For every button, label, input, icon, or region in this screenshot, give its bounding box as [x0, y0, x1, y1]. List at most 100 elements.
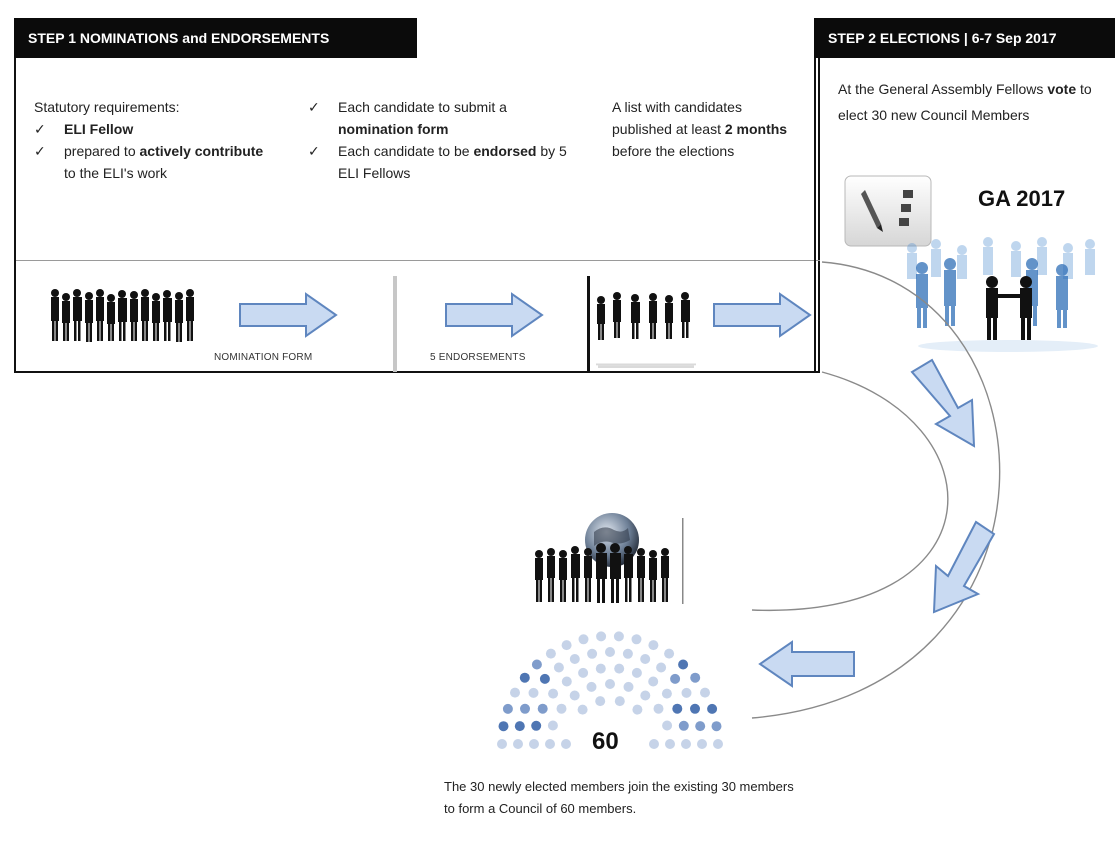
right-arrow-icon — [239, 292, 338, 338]
seat-dot — [640, 654, 651, 664]
crowd-silhouette-icon — [51, 289, 194, 342]
seat-dot — [548, 688, 559, 699]
seat-dot — [595, 663, 606, 674]
seat-dot — [622, 648, 633, 659]
council-result-text: The 30 newly elected members join the ex… — [444, 779, 794, 816]
seat-dot — [520, 703, 530, 714]
seat-dot — [614, 663, 625, 674]
seat-dot — [502, 703, 513, 714]
step2-panel — [814, 18, 1115, 373]
council-seats-diagram — [497, 631, 723, 749]
seat-dot — [547, 720, 558, 731]
seat-dot — [614, 696, 625, 707]
requirement-nomination-form: ✓ Each candidate to submit a nomination … — [308, 96, 578, 140]
seat-dot — [545, 739, 555, 749]
candidates-group-icon — [596, 292, 696, 368]
left-arrow-icon — [758, 640, 855, 688]
nomination-requirements-block: ✓ Each candidate to submit a nomination … — [308, 96, 578, 184]
seat-dot — [678, 659, 689, 670]
step1-header: STEP 1 NOMINATIONS and ENDORSEMENTS — [14, 18, 417, 58]
down-right-arrow-icon — [910, 358, 976, 448]
seat-dot — [631, 634, 642, 645]
seat-dot — [697, 739, 707, 749]
seat-dot — [578, 667, 589, 678]
endorsement-divider — [587, 276, 590, 372]
seat-dot — [707, 703, 718, 714]
step2-header: STEP 2 ELECTIONS | 6-7 Sep 2017 — [814, 18, 1115, 58]
right-arrow-icon — [445, 292, 544, 338]
ga-2017-label: GA 2017 — [978, 186, 1066, 211]
seat-dot — [529, 739, 539, 749]
seat-dot — [578, 634, 589, 645]
check-icon: ✓ — [308, 99, 320, 115]
seat-dot — [664, 648, 675, 659]
assembly-crowd-icon — [907, 237, 1098, 352]
seat-dot — [648, 676, 659, 687]
seat-dot — [539, 673, 550, 684]
seat-dot — [587, 648, 598, 659]
seat-dot — [661, 688, 672, 699]
seat-dot — [653, 703, 664, 714]
check-icon: ✓ — [308, 143, 320, 159]
seat-dot — [553, 662, 564, 673]
seat-dot — [596, 631, 607, 642]
seat-dot — [670, 673, 681, 684]
step1-divider — [16, 260, 820, 261]
seat-dot — [681, 739, 691, 749]
seat-dot — [656, 662, 667, 673]
seat-dot — [561, 739, 571, 749]
seat-dot — [662, 720, 673, 731]
requirement-contribute: ✓ prepared to actively contribute to the… — [34, 140, 274, 184]
seat-dot — [531, 659, 542, 670]
seat-dot — [678, 720, 689, 731]
seat-dot — [665, 739, 675, 749]
seat-dot — [569, 654, 580, 664]
seat-dot — [605, 647, 615, 657]
endorsements-caption: 5 ENDORSEMENTS — [430, 352, 526, 363]
seat-dot — [556, 703, 567, 714]
seat-dot — [561, 676, 572, 687]
seat-dot — [632, 704, 643, 715]
seat-dot — [577, 704, 588, 715]
seat-dot — [569, 690, 580, 701]
separator-bar — [393, 276, 397, 372]
seat-dot — [713, 739, 723, 749]
seat-dot — [514, 721, 525, 732]
council-count-label: 60 — [592, 728, 619, 755]
seat-dot — [681, 687, 692, 698]
seat-dot — [561, 640, 572, 651]
globe-crowd-icon — [535, 513, 684, 604]
nomination-form-caption: NOMINATION FORM — [214, 352, 313, 363]
seat-dot — [498, 721, 509, 732]
seat-dot — [595, 696, 606, 707]
seat-dot — [690, 703, 700, 714]
seat-dot — [700, 687, 710, 698]
seat-dot — [631, 667, 642, 678]
seat-dot — [545, 648, 556, 659]
seat-dot — [672, 703, 683, 714]
seat-dot — [605, 679, 615, 689]
seat-dot — [519, 672, 530, 683]
seat-dot — [623, 681, 634, 692]
requirement-eli-fellow: ✓ ELI Fellow — [34, 118, 274, 140]
seat-dot — [648, 640, 659, 651]
seat-dot — [537, 703, 548, 714]
right-arrow-icon — [713, 292, 812, 338]
seat-dot — [531, 720, 542, 731]
check-icon: ✓ — [34, 121, 46, 137]
candidate-list-note: A list with candidates published at leas… — [612, 99, 788, 159]
seat-dot — [690, 672, 701, 683]
step1-panel — [14, 18, 820, 373]
seat-dot — [497, 739, 507, 749]
elections-description: At the General Assembly Fellows vote to … — [838, 81, 1092, 123]
seat-dot — [510, 687, 520, 698]
statutory-intro: Statutory requirements: — [34, 99, 180, 115]
statutory-requirements-block: Statutory requirements: ✓ ELI Fellow ✓ p… — [34, 96, 274, 184]
seat-dot — [513, 739, 523, 749]
down-left-arrow-icon — [932, 520, 996, 614]
seat-dot — [586, 681, 597, 692]
seat-dot — [613, 631, 624, 642]
seat-dot — [528, 687, 539, 698]
seat-dot — [711, 721, 722, 732]
